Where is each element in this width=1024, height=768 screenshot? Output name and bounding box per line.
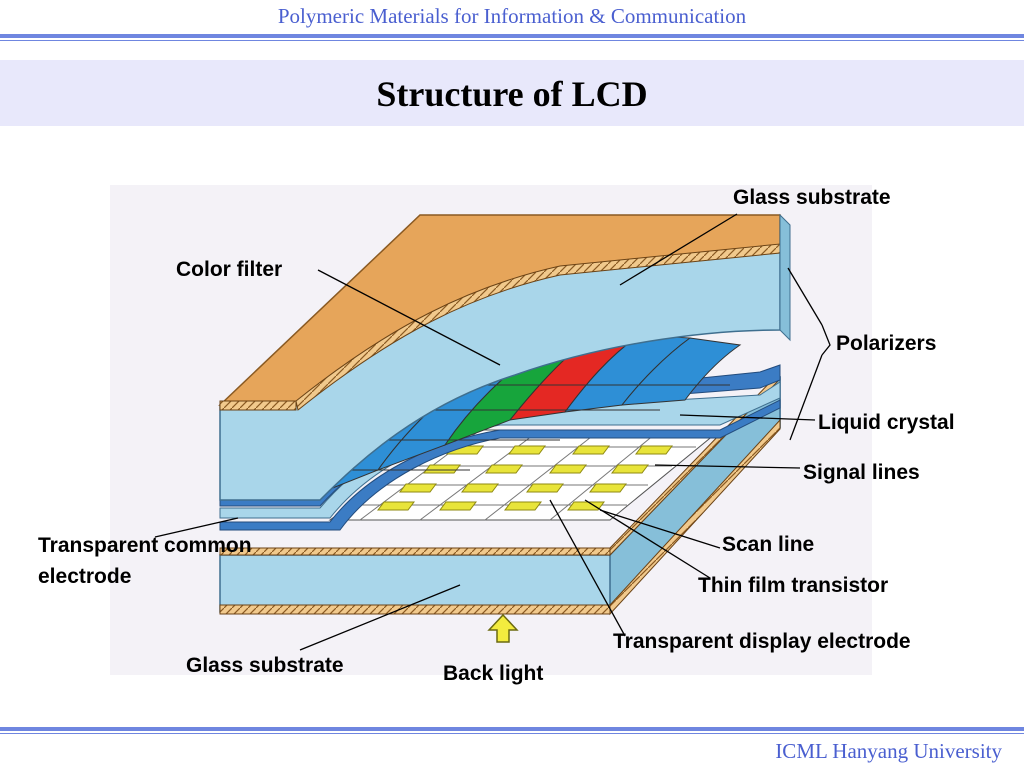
label-back-light: Back light [443,662,543,685]
label-scan-line: Scan line [722,533,814,556]
footer-rule-thick [0,727,1024,731]
top-glass-side [779,213,791,342]
label-thin-film-transistor: Thin film transistor [698,574,888,597]
bottom-hatch-side [609,418,781,616]
title-band [0,60,1024,126]
back-light-arrow-icon [487,613,519,643]
transparent-common-electrode-layer [219,399,781,531]
label-liquid-crystal: Liquid crystal [818,411,955,434]
top-hatch-front [219,400,297,411]
leader-lines [154,213,831,651]
course-title: Polymeric Materials for Information & Co… [277,4,747,28]
label-polarizers: Polarizers [836,332,936,355]
label-transparent-display-electrode: Transparent display electrode [613,630,911,653]
label-glass-substrate-top: Glass substrate [733,186,891,209]
header-rule-thick [0,34,1024,38]
label-color-filter: Color filter [176,258,282,281]
header-rule-thin [0,40,1024,41]
label-transparent-common-electrode-1: Transparent common [38,534,252,557]
label-transparent-common-electrode-2: electrode [38,565,131,588]
footer-institution: ICML Hanyang University [775,739,1002,763]
slide-title: Structure of LCD [376,74,648,114]
label-glass-substrate-bottom: Glass substrate [186,654,344,677]
middle-hatch-front [219,547,611,556]
label-signal-lines: Signal lines [803,461,920,484]
footer-rule-thin [0,733,1024,734]
bottom-hatch-front [219,604,611,615]
thin-film-transistor-pixels [377,445,673,511]
